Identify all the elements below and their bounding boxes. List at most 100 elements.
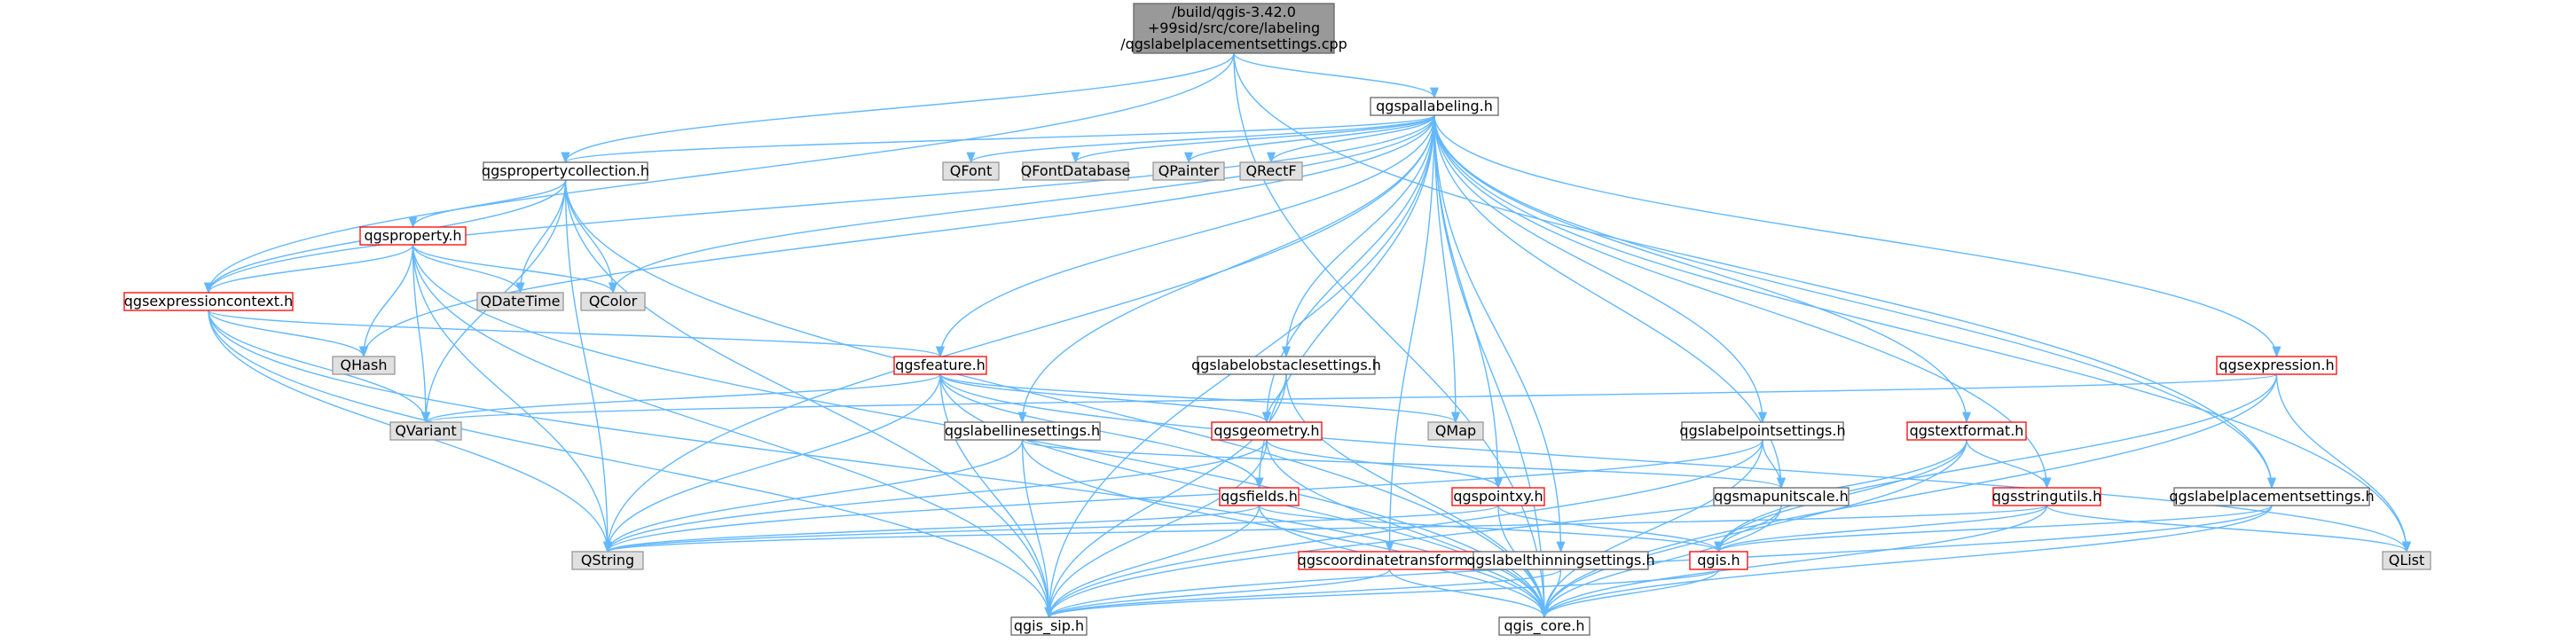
node-label: QHash <box>341 357 388 373</box>
edge-layer <box>204 52 2412 619</box>
node-label: qgsgeometry.h <box>1213 422 1319 439</box>
node-QList[interactable]: QList <box>2382 551 2431 570</box>
node-box <box>1681 421 1844 441</box>
node-box <box>944 421 1101 441</box>
node-QMap[interactable]: QMap <box>1427 421 1484 441</box>
node-label: QMap <box>1435 422 1476 439</box>
node-qgis_core[interactable]: qgis_core.h <box>1498 616 1590 636</box>
node-box <box>1022 161 1129 181</box>
node-label: /build/qgis-3.42.0 <box>1172 4 1296 20</box>
edge-root-to-qgspropertycollection <box>561 52 1235 164</box>
node-QString[interactable]: QString <box>571 551 644 570</box>
edge-qgspallabeling-to-qgscoordinatetransform <box>1385 114 1435 553</box>
edge-qgsproperty-to-QString <box>412 244 613 553</box>
edge-qgspallabeling-to-qgsfeature <box>936 114 1435 358</box>
node-qgis_sip[interactable]: qgis_sip.h <box>1010 616 1088 636</box>
node-box <box>1713 487 1850 506</box>
edge-qgslabelthinningsettings-to-qgis_sip <box>1044 569 1562 619</box>
edge-qgsproperty-to-qgis_sip <box>412 244 1054 619</box>
node-QHash[interactable]: QHash <box>332 356 396 375</box>
node-label: qgis.h <box>1697 552 1740 569</box>
edge-qgsfeature-to-QVariant <box>421 373 941 424</box>
node-box <box>476 292 564 311</box>
node-QRectF[interactable]: QRectF <box>1239 161 1303 181</box>
node-qgsgeometry[interactable]: qgsgeometry.h <box>1211 421 1323 441</box>
edge-qgspallabeling-to-QPainter <box>1184 114 1435 164</box>
edge-qgspointxy-to-qgis <box>1497 505 1724 553</box>
node-qgsmapunitscale[interactable]: qgsmapunitscale.h <box>1713 487 1850 506</box>
node-qgstextformat[interactable]: qgstextformat.h <box>1906 421 2027 441</box>
edge-qgslabelobstaclesettings-to-qgis_sip <box>1044 373 1287 619</box>
edge-qgsfeature-to-QMap <box>939 373 1460 424</box>
node-box <box>332 356 396 375</box>
node-qgscoordinatetransform[interactable]: qgscoordinatetransform.h <box>1298 551 1482 570</box>
node-label: QColor <box>589 293 638 310</box>
edge-qgslabellinesettings-to-qgis_core <box>1021 439 1549 619</box>
node-label: qgsfields.h <box>1221 488 1298 505</box>
edge-qgsfeature-to-qgis_sip <box>939 373 1054 619</box>
edge-qgsstringutils-to-QString <box>603 505 2048 553</box>
edge-qgsexpression-to-QVariant <box>421 373 2278 424</box>
node-qgspointxy[interactable]: qgspointxy.h <box>1451 487 1545 506</box>
edge-qgsfields-to-QString <box>603 505 1261 553</box>
node-box <box>942 161 1000 181</box>
edge-qgsproperty-to-QHash <box>358 244 414 358</box>
node-box <box>1498 616 1590 636</box>
node-QVariant[interactable]: QVariant <box>389 421 462 441</box>
edge-qgspallabeling-to-qgspointxy <box>1433 114 1504 490</box>
edge-qgslabelpointsettings-to-qgis_sip <box>1044 439 1763 619</box>
edge-qgspallabeling-to-QColor <box>609 114 1435 294</box>
edge-qgspallabeling-to-qgslabelplacementsettings <box>1433 114 2276 490</box>
node-label: qgis_sip.h <box>1014 617 1084 635</box>
node-qgspallabeling[interactable]: qgspallabeling.h <box>1370 97 1499 116</box>
node-qgslabelobstaclesettings[interactable]: qgslabelobstaclesettings.h <box>1191 356 1381 375</box>
node-qgsstringutils[interactable]: qgsstringutils.h <box>1992 487 2101 506</box>
node-QPainter[interactable]: QPainter <box>1152 161 1225 181</box>
node-root[interactable]: /build/qgis-3.42.0+99sid/src/core/labeli… <box>1120 3 1347 54</box>
node-qgslabelthinningsettings[interactable]: qgslabelthinningsettings.h <box>1466 551 1655 570</box>
edge-qgscoordinatetransform-to-qgis_core <box>1388 569 1549 619</box>
node-qgsfields[interactable]: qgsfields.h <box>1219 487 1300 506</box>
node-label: QFont <box>950 162 992 179</box>
node-qgsproperty[interactable]: qgsproperty.h <box>359 226 467 246</box>
edge-qgsproperty-to-QColor <box>412 244 617 294</box>
edge-root-to-qgsexpressioncontext <box>204 52 1235 294</box>
edge-qgspropertycollection-to-QString <box>564 179 613 553</box>
node-qgslabelplacementsettings[interactable]: qgslabelplacementsettings.h <box>2169 487 2375 506</box>
edge-qgspallabeling-to-qgspropertycollection <box>561 114 1435 164</box>
node-qgsexpression[interactable]: qgsexpression.h <box>2216 356 2337 375</box>
node-qgis[interactable]: qgis.h <box>1689 551 1748 570</box>
node-label: qgscoordinatetransform.h <box>1298 552 1482 569</box>
edge-qgsexpression-to-qgis_core <box>1540 373 2278 619</box>
node-qgsexpressioncontext[interactable]: qgsexpressioncontext.h <box>123 292 294 311</box>
node-box <box>1427 421 1484 441</box>
node-label: qgsfeature.h <box>895 357 986 373</box>
node-box <box>1689 551 1748 570</box>
edge-qgslabelplacementsettings-to-qgis_core <box>1540 505 2273 619</box>
edge-qgsfields-to-qgis_sip <box>1044 505 1261 619</box>
edge-qgsstringutils-to-qgis_core <box>1540 505 2048 619</box>
node-box <box>893 356 987 375</box>
node-label: qgsproperty.h <box>364 227 461 244</box>
edge-qgspallabeling-to-qgslabellinesettings <box>1017 114 1435 424</box>
node-QColor[interactable]: QColor <box>580 292 646 311</box>
node-label: qgis_core.h <box>1504 617 1585 635</box>
node-QDateTime[interactable]: QDateTime <box>476 292 564 311</box>
node-qgspropertycollection[interactable]: qgspropertycollection.h <box>482 161 649 181</box>
edge-qgspointxy-to-QString <box>603 505 1499 553</box>
edge-qgsfeature-to-qgsgeometry <box>939 373 1271 424</box>
node-qgsfeature[interactable]: qgsfeature.h <box>893 356 987 375</box>
edge-qgsexpression-to-qgis <box>1714 373 2278 553</box>
node-QFont[interactable]: QFont <box>942 161 1000 181</box>
node-box <box>1219 487 1300 506</box>
edge-qgsexpressioncontext-to-QHash <box>208 310 368 358</box>
node-qgslabelpointsettings[interactable]: qgslabelpointsettings.h <box>1679 421 1846 441</box>
edge-qgslabellinesettings-to-qgis_sip <box>1021 439 1054 619</box>
edge-qgspropertycollection-to-QDateTime <box>515 179 567 294</box>
node-layer: /build/qgis-3.42.0+99sid/src/core/labeli… <box>123 3 2431 636</box>
node-QFontDatabase[interactable]: QFontDatabase <box>1021 161 1131 181</box>
node-qgslabellinesettings[interactable]: qgslabellinesettings.h <box>944 421 1101 441</box>
node-box <box>1010 616 1088 636</box>
edge-qgspallabeling-to-QHash <box>359 114 1435 358</box>
node-label: QRectF <box>1245 162 1296 179</box>
